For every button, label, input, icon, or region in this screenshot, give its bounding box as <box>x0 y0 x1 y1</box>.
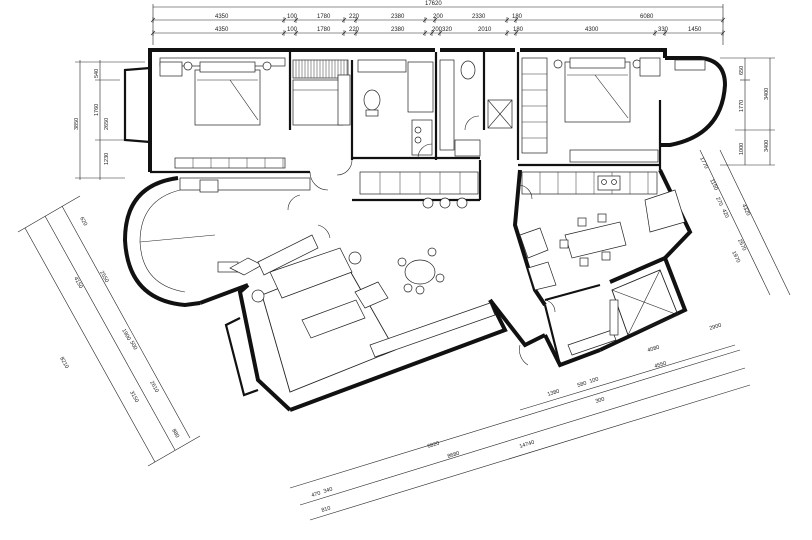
kitchen-counter <box>521 171 658 195</box>
sofa <box>269 247 353 299</box>
dim-r2-9: 4300 <box>585 27 599 33</box>
dim-r2-10: 330 <box>658 27 669 33</box>
bathroom-right <box>439 59 513 157</box>
dining-table <box>564 221 627 259</box>
dim-b-6: 300 <box>595 396 606 404</box>
dim-r2-0: 4350 <box>215 27 229 33</box>
dim-r1-3: 220 <box>349 14 360 20</box>
wardrobe-middle <box>292 59 349 79</box>
dim-b-2: 100 <box>589 376 600 384</box>
dim-ldiag-mid: 4150 <box>72 276 83 290</box>
dim-r1-8: 6080 <box>640 14 654 20</box>
living-room <box>229 234 496 393</box>
bed-left <box>194 69 261 126</box>
toilet-2 <box>460 60 476 80</box>
dim-ldiag-outer: 8210 <box>58 356 69 370</box>
bed-master <box>564 61 631 123</box>
corridor-cabinets <box>179 171 479 209</box>
dim-right-4: 3400 <box>764 140 770 152</box>
dim-r2-3: 220 <box>349 27 360 33</box>
dim-ldiag-3: 500 <box>128 340 138 351</box>
bathroom-center <box>357 59 434 156</box>
round-study <box>139 179 239 293</box>
dim-r2-5: 200 <box>432 27 443 33</box>
dim-r1-5: 200 <box>433 14 444 20</box>
dim-ldiag-1: 2550 <box>98 270 109 284</box>
dim-b-7: 6820 <box>427 441 440 450</box>
dim-r1-6: 2330 <box>472 14 486 20</box>
dim-ldiag-5: 3150 <box>128 390 139 404</box>
bedroom-master <box>521 57 706 163</box>
dim-r1-2: 1780 <box>317 14 331 20</box>
dim-b-12: 810 <box>321 505 332 513</box>
bed-middle <box>292 79 344 126</box>
dim-ldiag-6: 880 <box>170 428 180 439</box>
bathtub <box>407 61 434 113</box>
armchair <box>354 281 389 309</box>
dim-b-3: 4080 <box>647 345 660 354</box>
dim-r2-1: 100 <box>287 27 298 33</box>
dim-ldiag-2: 1900 <box>120 328 131 342</box>
wardrobe-master-bottom <box>569 149 659 163</box>
dim-b-11: 340 <box>323 486 334 494</box>
dim-ldiag-4: 2610 <box>148 380 159 394</box>
dim-rdiag-6: 1970 <box>730 250 741 264</box>
dim-right-1: 1770 <box>739 100 745 112</box>
door-swings <box>287 115 556 366</box>
bottom-dimension-chain: 1380 580 100 4080 2900 4550 300 6820 868… <box>289 323 751 521</box>
dim-right-0: 650 <box>739 66 745 75</box>
dim-r2-7: 2010 <box>478 27 492 33</box>
elevator-shaft <box>567 269 679 356</box>
bedroom-middle <box>292 59 351 126</box>
dim-left-outer: 3850 <box>74 118 80 130</box>
dim-left-2: 2650 <box>104 118 110 130</box>
dim-left-1: 1760 <box>94 104 100 116</box>
right-dimension-chain: 650 1770 1000 3400 3400 1770 1150 270 42… <box>698 57 791 296</box>
dim-right-3: 3400 <box>764 88 770 100</box>
dim-right-2: 1000 <box>739 143 745 155</box>
coffee-table <box>301 299 366 339</box>
tv-cabinet <box>369 302 496 358</box>
dim-overall: 17620 <box>425 1 442 7</box>
dim-r2-6: 320 <box>442 27 453 33</box>
dim-rdiag-0: 1770 <box>698 156 709 170</box>
dim-b-0: 1380 <box>547 389 560 398</box>
dim-r1-1: 100 <box>287 14 298 20</box>
dim-r1-7: 180 <box>512 14 523 20</box>
toilet <box>363 89 381 111</box>
dim-rdiag-3: 420 <box>720 208 729 219</box>
dim-b-10: 470 <box>311 490 322 498</box>
interior-walls <box>150 52 662 366</box>
dim-b-1: 580 <box>577 380 588 388</box>
top-dimension-chain: 17620 4350 100 1780 220 2380 200 2330 18… <box>150 1 726 45</box>
dim-r2-4: 2380 <box>391 27 405 33</box>
dim-left-3: 1230 <box>104 153 110 165</box>
dim-rdiag-4: 4320 <box>740 203 751 217</box>
wardrobe-bottom-left <box>174 157 286 169</box>
dim-rdiag-2: 270 <box>714 196 723 207</box>
wardrobe-master <box>521 57 548 154</box>
dim-b-4: 2900 <box>709 323 722 332</box>
dim-b-5: 4550 <box>654 361 667 370</box>
dim-left-0: 540 <box>94 69 100 78</box>
left-diagonal-dimension-chain: 8210 4150 620 2550 1900 500 2610 3150 88… <box>17 195 201 467</box>
kitchen <box>519 171 686 291</box>
bedroom-left <box>159 57 286 169</box>
dim-r2-2: 1780 <box>317 27 331 33</box>
dim-r1-0: 4350 <box>215 14 229 20</box>
dining-area <box>397 247 445 295</box>
dim-ldiag-0: 620 <box>78 216 88 227</box>
dim-r1-4: 2380 <box>391 14 405 20</box>
dim-r2-8: 180 <box>513 27 524 33</box>
round-table <box>404 259 436 285</box>
dim-r2-11: 1450 <box>688 27 702 33</box>
left-dimension-chain: 3850 540 1760 2650 1230 <box>74 60 145 180</box>
dim-rdiag-5: 2570 <box>736 238 747 252</box>
dim-b-9: 14740 <box>519 440 535 450</box>
dim-rdiag-1: 1150 <box>708 178 719 191</box>
dim-b-8: 8680 <box>447 451 460 460</box>
